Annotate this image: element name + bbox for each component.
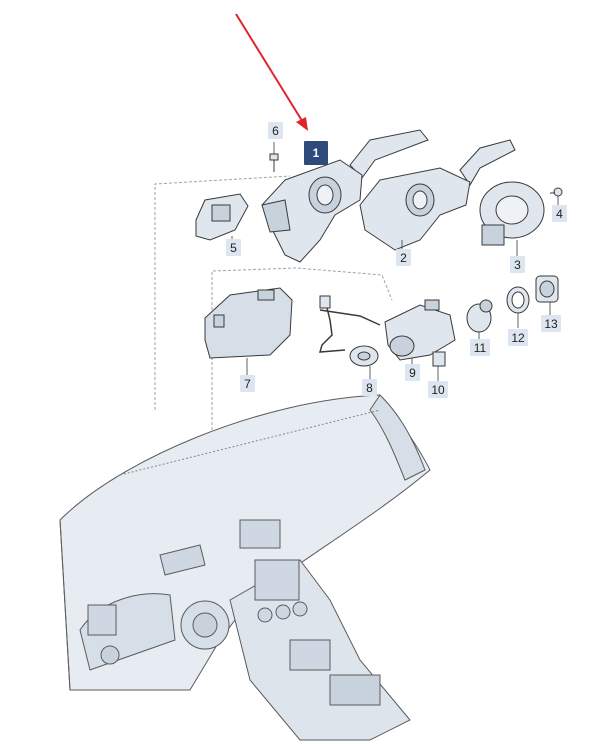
part-3-clock-spring [479, 181, 545, 246]
part-6-screw [269, 153, 279, 172]
callout-13[interactable]: 13 [541, 315, 561, 332]
dashboard-illustration [59, 394, 431, 741]
part-12-ring [506, 286, 530, 314]
part-11-cylinder [466, 299, 493, 333]
callout-11[interactable]: 11 [470, 339, 490, 356]
callout-1[interactable]: 1 [304, 141, 328, 165]
pointer-arrow [235, 13, 308, 131]
callout-9[interactable]: 9 [405, 364, 420, 381]
part-5-bracket [195, 193, 249, 241]
callout-2[interactable]: 2 [396, 249, 411, 266]
part-9-lock-housing [384, 299, 456, 361]
callout-10[interactable]: 10 [428, 381, 448, 398]
part-8-lock-cylinder [318, 295, 381, 367]
part-13-trim-ring [535, 275, 559, 303]
callout-12[interactable]: 12 [508, 329, 528, 346]
part-1-combination-switch [261, 129, 429, 263]
callout-3[interactable]: 3 [510, 256, 525, 273]
callout-5[interactable]: 5 [226, 239, 241, 256]
callout-4[interactable]: 4 [552, 205, 567, 222]
part-2-switch-module [359, 139, 516, 251]
part-4-screw [550, 187, 563, 197]
callout-6[interactable]: 6 [268, 122, 283, 139]
callout-8[interactable]: 8 [362, 379, 377, 396]
part-10-switch [432, 351, 446, 367]
part-7-control-unit [204, 287, 293, 359]
callout-7[interactable]: 7 [240, 375, 255, 392]
